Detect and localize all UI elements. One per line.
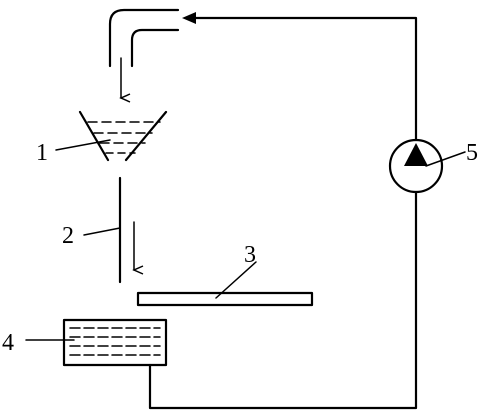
pump — [388, 138, 444, 194]
flow-arrow-top — [182, 12, 196, 24]
return-pipe-upper — [188, 16, 418, 142]
return-pipe — [148, 190, 418, 410]
leader-5 — [425, 151, 466, 167]
funnel — [78, 110, 168, 162]
collection-tank — [62, 318, 168, 367]
label-3: 3 — [244, 242, 256, 268]
feed-nozzle-outer — [108, 8, 180, 68]
label-2: 2 — [62, 223, 74, 249]
label-5: 5 — [466, 140, 478, 166]
plate — [136, 291, 314, 307]
label-1: 1 — [36, 140, 48, 166]
feed-nozzle-inner — [130, 28, 180, 68]
leader-2 — [83, 227, 121, 236]
label-4: 4 — [2, 330, 14, 356]
leader-1 — [55, 139, 111, 151]
leader-3 — [215, 261, 257, 299]
